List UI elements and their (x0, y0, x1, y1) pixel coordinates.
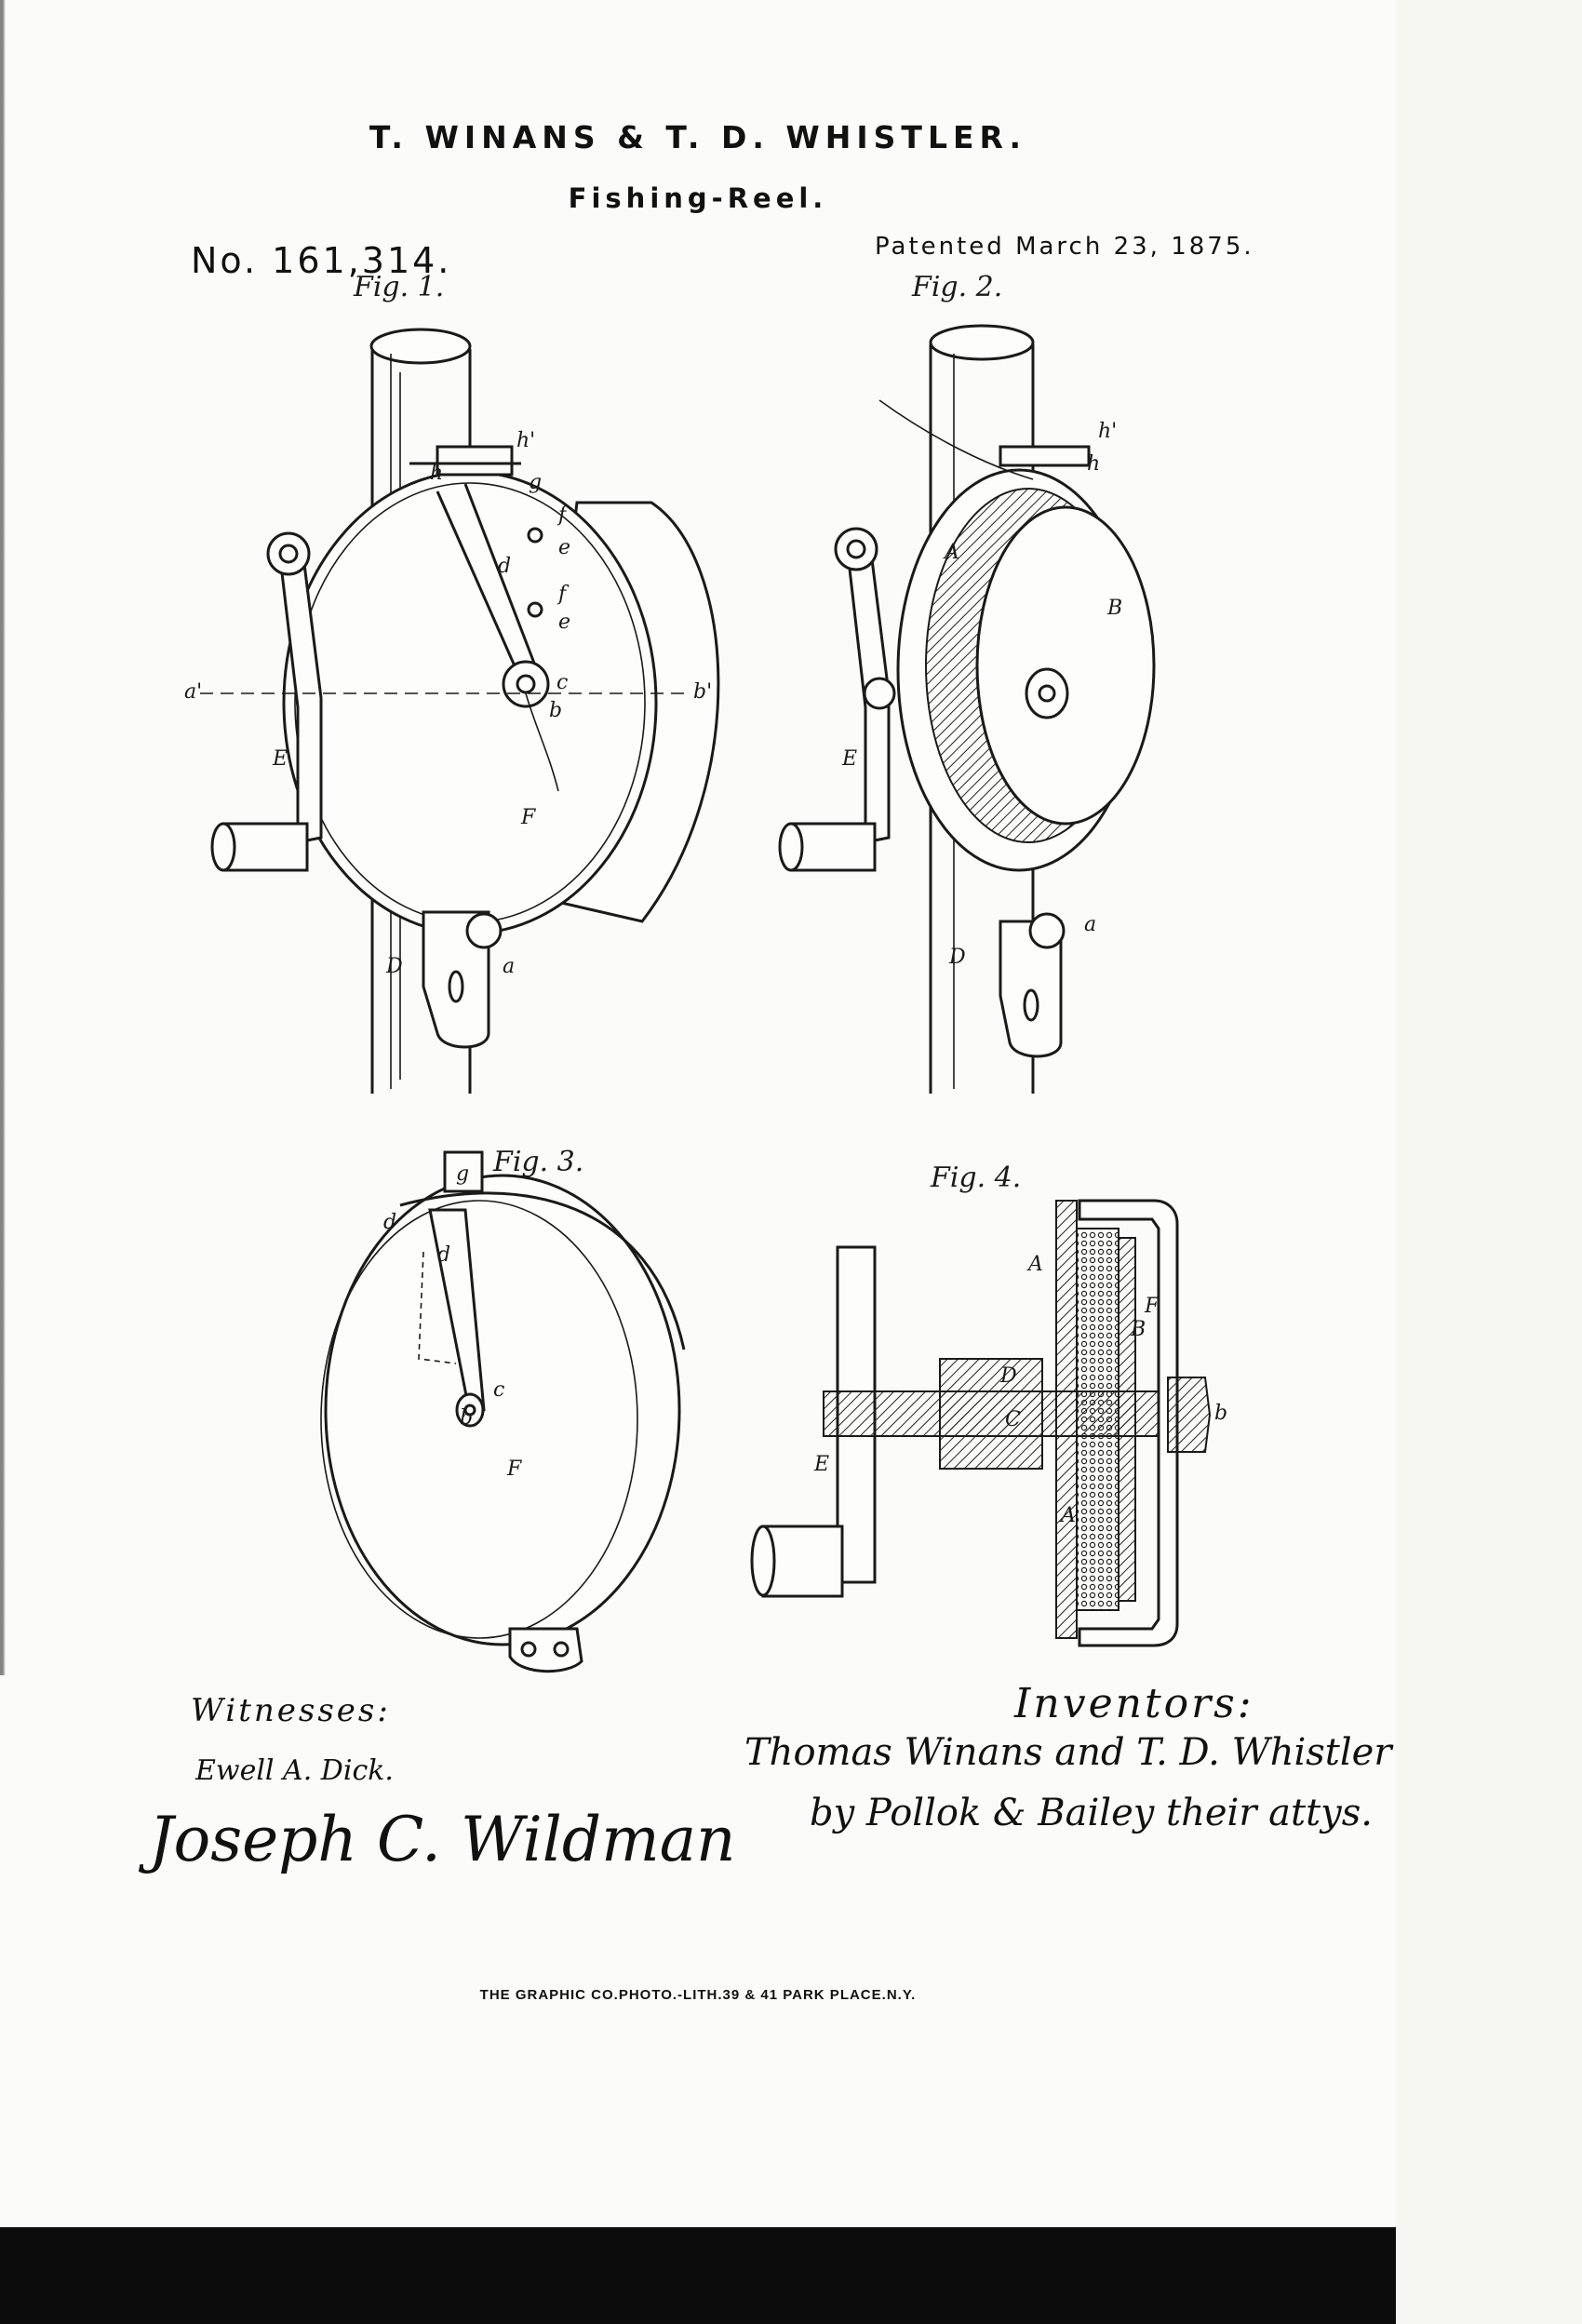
fig2-part-E: E (841, 747, 857, 771)
fig1-part-D: D (385, 955, 403, 978)
fig2-part-h-prime: h' (1098, 420, 1117, 443)
figure-4: Fig. 4. A F B D C b E A (750, 1162, 1227, 1647)
fig1-label: Fig. 1. (353, 271, 444, 303)
fig2-part-a: a (1084, 913, 1096, 936)
fig3-label: Fig. 3. (492, 1146, 583, 1178)
fig2-part-D: D (948, 946, 966, 969)
fig4-part-F: F (1144, 1295, 1160, 1318)
fig3-part-d-2: d (437, 1243, 450, 1267)
fig1-part-e-1: e (558, 536, 570, 559)
fig1-part-h: h (430, 462, 443, 485)
fig3-part-d-1: d (383, 1211, 396, 1234)
fig1-part-c: c (556, 671, 568, 694)
witnesses-heading: Witnesses: (191, 1692, 391, 1729)
scan-left-edge (0, 0, 13, 1675)
fig2-part-B: B (1106, 597, 1122, 620)
fig1-part-g: g (529, 471, 542, 494)
figure-3: Fig. 3. g d d c b F (320, 1146, 686, 1673)
fig4-part-b: b (1214, 1402, 1227, 1425)
fig3-part-c: c (493, 1378, 504, 1402)
patent-subtitle: Fishing-Reel. (568, 182, 828, 214)
figure-1: Fig. 1. h' h (184, 271, 720, 1094)
printer-imprint: THE GRAPHIC CO.PHOTO.-LITH.39 & 41 PARK … (479, 1987, 917, 2003)
witness-signature-1: Ewell A. Dick. (195, 1754, 394, 1787)
patent-title: T. WINANS & T. D. WHISTLER. (369, 119, 1027, 155)
fig3-part-b: b (460, 1406, 473, 1430)
patent-number: No. 161,314. (191, 240, 452, 281)
patent-date: Patented March 23, 1875. (875, 233, 1254, 261)
fig4-part-A-2: A (1059, 1504, 1076, 1527)
fig1-part-e-2: e (558, 611, 570, 634)
fig4-part-C: C (1005, 1408, 1021, 1431)
fig1-part-a-prime: a' (184, 680, 202, 704)
fig1-part-h-prime: h' (516, 429, 535, 452)
fig4-part-E: E (813, 1453, 829, 1476)
fig4-part-D: D (999, 1364, 1017, 1388)
inventors-heading: Inventors: (1014, 1680, 1254, 1727)
fig2-part-A: A (943, 541, 959, 564)
patent-drawings: Fig. 1. h' h (184, 271, 1227, 1673)
patent-sheet (0, 0, 1396, 2324)
fig2-label: Fig. 2. (911, 271, 1002, 303)
figure-2: Fig. 2. h' h A B E D a (778, 271, 1156, 1094)
scan-bottom-band (0, 2227, 1396, 2324)
attorney-signature: by Pollok & Bailey their attys. (810, 1792, 1374, 1834)
fig1-part-b: b (549, 699, 562, 722)
fig2-part-h: h (1087, 452, 1100, 476)
fig3-part-F: F (506, 1458, 522, 1481)
fig1-part-a: a (503, 955, 515, 978)
fig1-part-b-prime: b' (693, 680, 712, 704)
fig3-part-g: g (456, 1162, 469, 1186)
fig4-label: Fig. 4. (930, 1162, 1021, 1194)
fig1-part-d: d (498, 555, 511, 578)
fig1-part-E: E (272, 747, 288, 771)
witness-signature-2: Joseph C. Wildman (149, 1804, 736, 1875)
fig1-part-F: F (520, 806, 536, 829)
fig4-part-A-1: A (1026, 1253, 1043, 1276)
inventor-signature: Thomas Winans and T. D. Whistler (744, 1731, 1392, 1774)
fig4-part-B: B (1130, 1318, 1146, 1341)
